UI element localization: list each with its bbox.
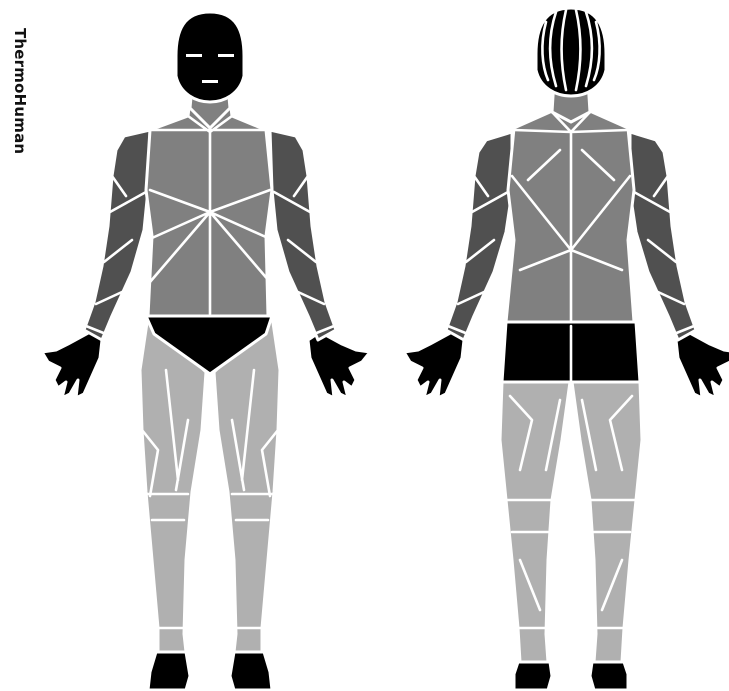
front-right-hand[interactable] <box>42 332 102 398</box>
back-left-foot[interactable] <box>590 662 628 690</box>
front-left-hand[interactable] <box>308 332 370 398</box>
back-left-arm[interactable] <box>630 132 696 340</box>
back-left-leg[interactable] <box>572 382 642 662</box>
front-left-arm[interactable] <box>270 130 336 340</box>
front-left-eye <box>218 54 234 57</box>
back-right-arm[interactable] <box>446 132 512 340</box>
front-left-leg[interactable] <box>214 316 280 652</box>
front-right-leg[interactable] <box>140 316 206 652</box>
front-right-eye <box>186 54 202 57</box>
back-left-hand[interactable] <box>676 332 729 398</box>
front-right-arm[interactable] <box>84 130 150 340</box>
front-left-foot[interactable] <box>230 652 272 690</box>
back-right-leg[interactable] <box>500 382 570 662</box>
front-body-view <box>42 12 370 690</box>
back-body-view <box>404 8 729 690</box>
back-right-hand[interactable] <box>404 332 464 398</box>
back-right-foot[interactable] <box>514 662 552 690</box>
front-mouth <box>202 80 218 83</box>
front-right-foot[interactable] <box>148 652 190 690</box>
